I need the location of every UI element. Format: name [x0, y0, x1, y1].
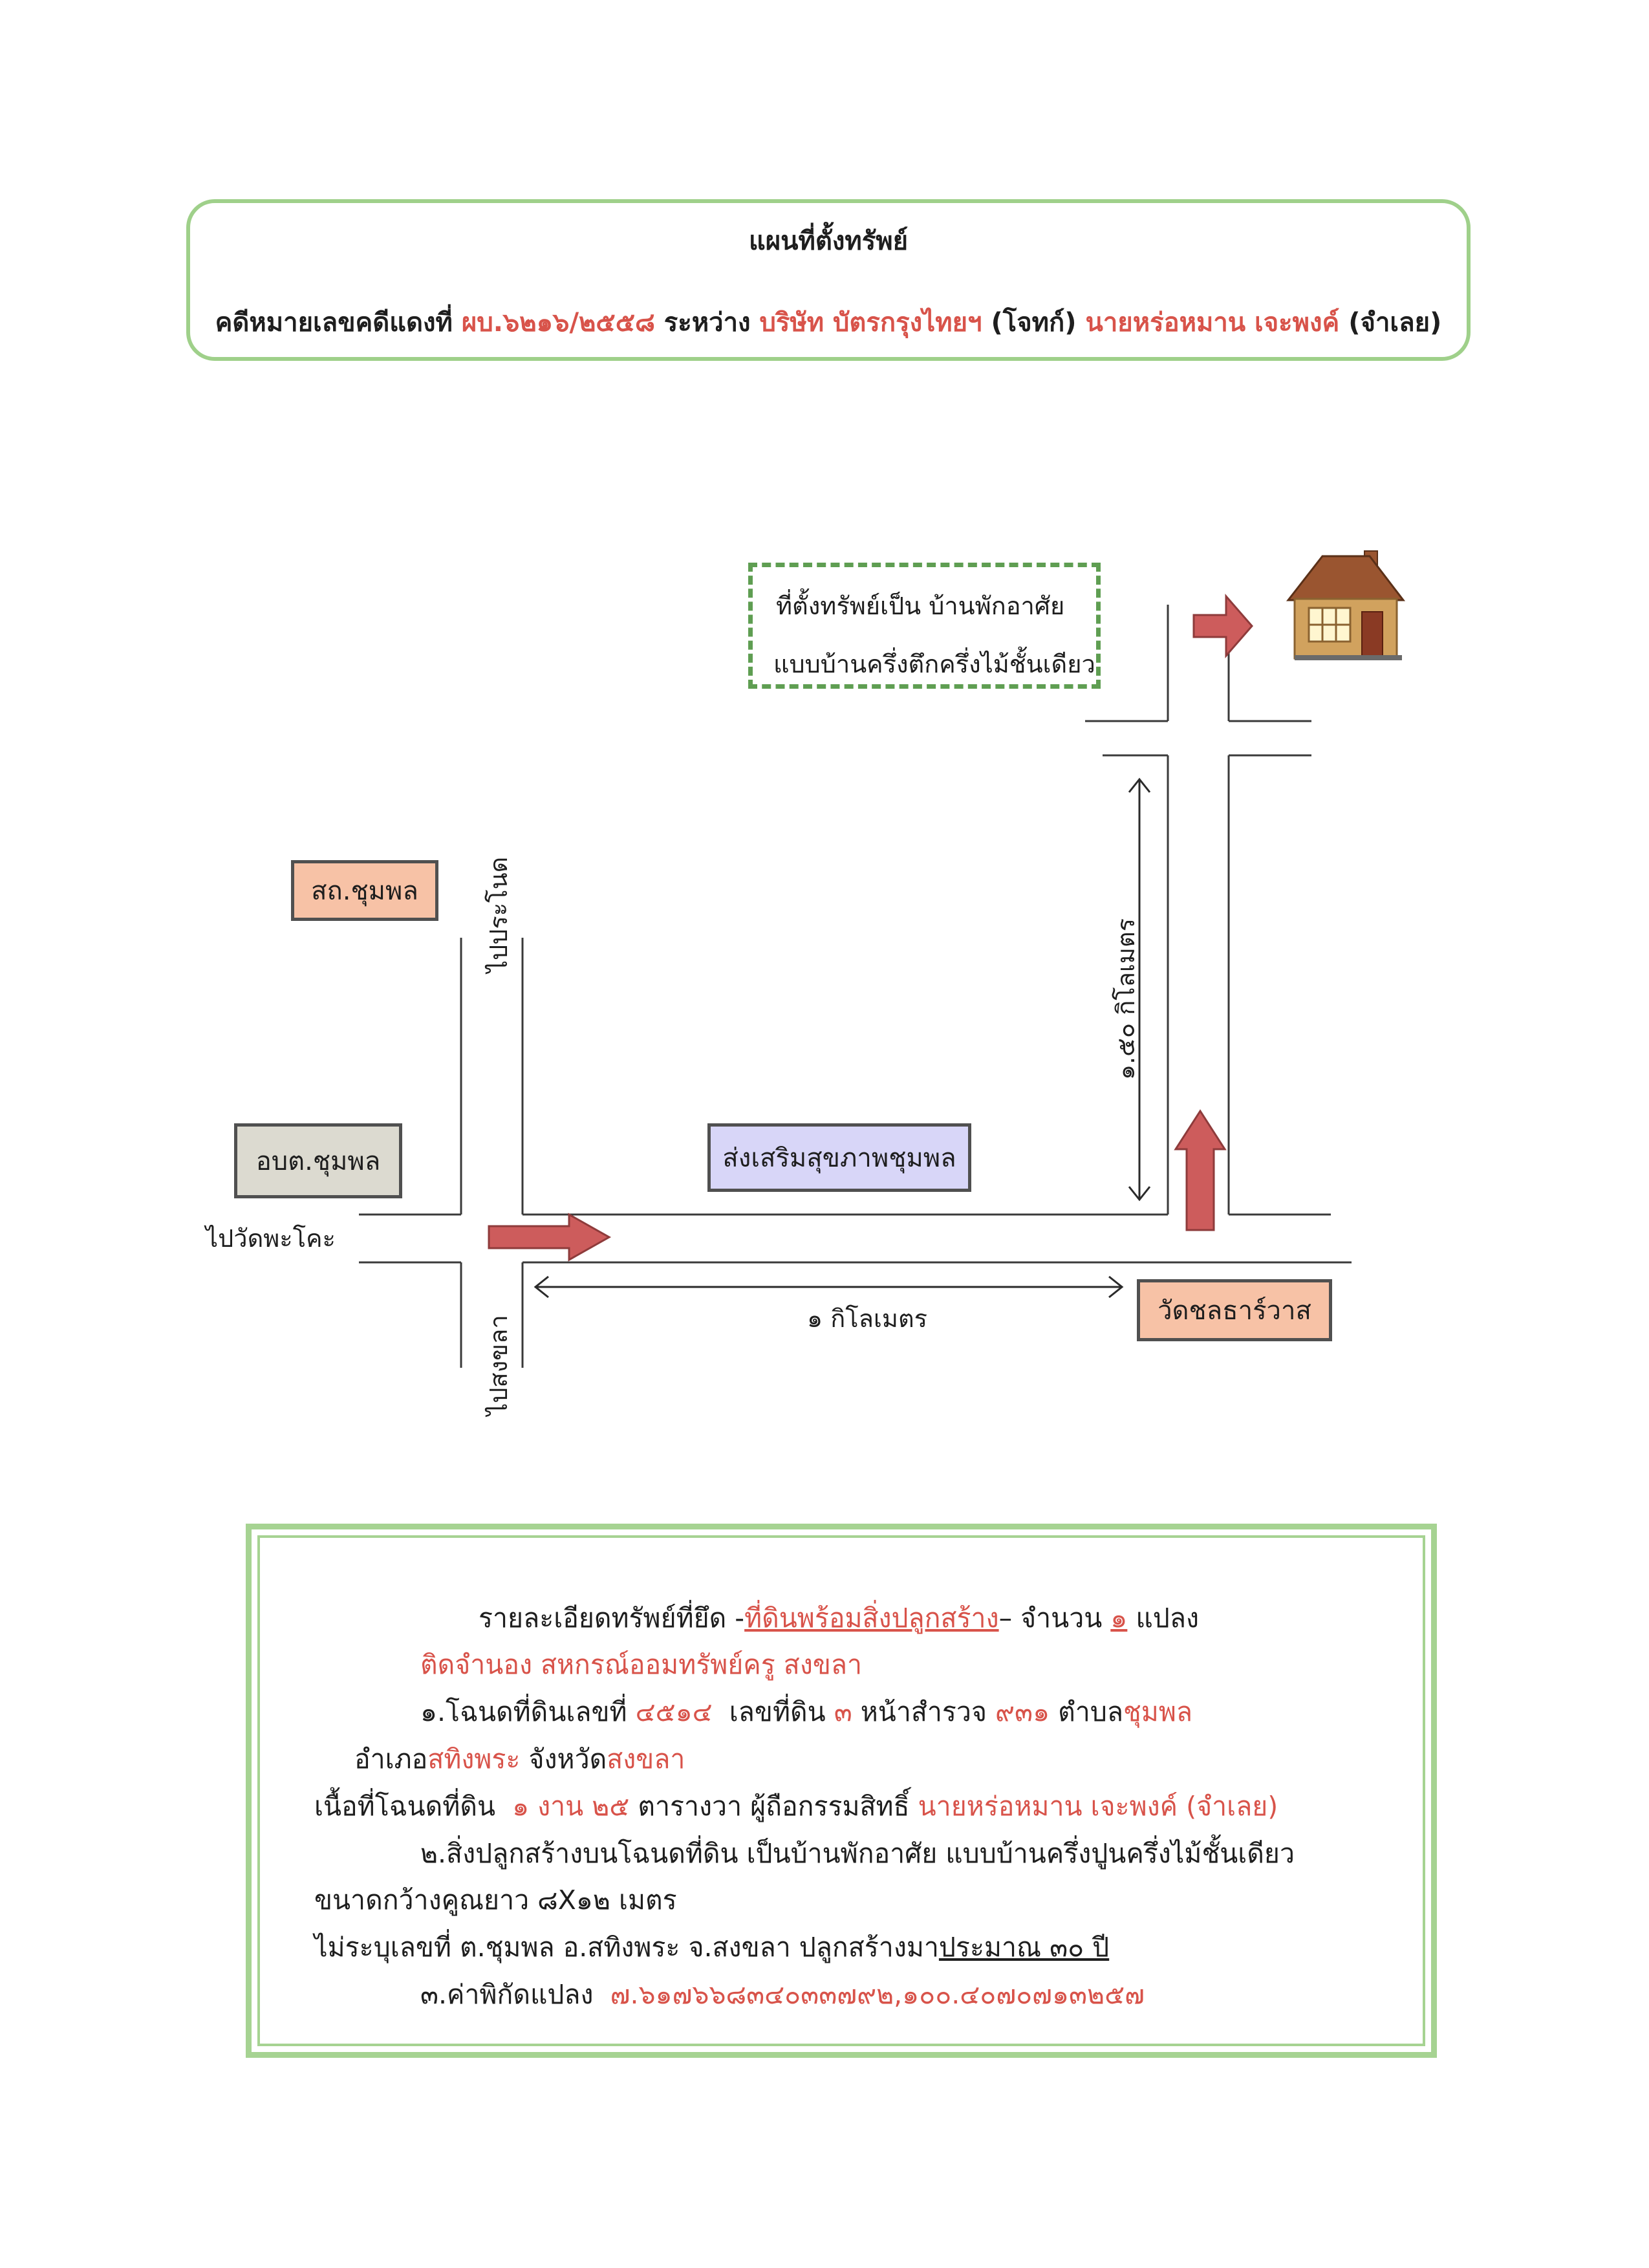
parcel-unit: แปลง: [1136, 1603, 1199, 1634]
details-frame-outer: [246, 1524, 1437, 2058]
address-text: ไม่ระบุเลขที่ ต.ชุมพล อ.สทิงพระ จ.สงขลา …: [314, 1932, 939, 1963]
road-label-wat-phakho: ไปวัดพะโคะ: [206, 1224, 336, 1253]
subdistrict-value: ชุมพล: [1123, 1696, 1192, 1727]
area-label: เนื้อที่โฉนดที่ดิน: [314, 1791, 495, 1822]
area-value: ๑ งาน ๒๕: [512, 1791, 630, 1822]
property-note-line2: แบบบ้านครึ่งตึกครึ่งไม้ชั้นเดียว: [773, 650, 1095, 678]
owner-label: ผู้ถือกรรมสิทธิ์: [750, 1791, 910, 1822]
district-label: อำเภอ: [354, 1744, 428, 1775]
area-unit: ตารางวา: [638, 1791, 742, 1822]
land-number-label: เลขที่ดิน: [729, 1696, 826, 1727]
health-center-label: ส่งเสริมสุขภาพชุมพล: [707, 1123, 971, 1192]
arrowhead-up-icon: [1128, 777, 1151, 793]
arrowhead-right-icon: [1108, 1275, 1124, 1299]
house-icon: [1286, 550, 1406, 660]
deed-line: ๑.โฉนดที่ดินเลขที่ ๔๕๑๔ เลขที่ดิน ๓ หน้า…: [420, 1699, 1192, 1725]
direction-arrow-up-icon: [1174, 1109, 1227, 1231]
police-station-label: สถ.ชุมพล: [291, 860, 438, 921]
temple-label: วัดชลธาร์วาส: [1137, 1279, 1332, 1341]
case-line: คดีหมายเลขคดีแดงที่ ผบ.๖๒๑๖/๒๕๕๘ ระหว่าง…: [186, 301, 1471, 343]
defendant-role: (จำเลย): [1348, 308, 1442, 338]
coordinate-label: ๓.ค่าพิกัดแปลง: [420, 1979, 594, 2010]
distance-label-vertical: ๑.๕๐ กิโลเมตร: [1112, 918, 1140, 1081]
survey-number: ๙๓๑: [995, 1696, 1050, 1727]
building-line2: ขนาดกว้างคูณยาว ๘X๑๒ เมตร: [314, 1885, 677, 1916]
land-number: ๓: [834, 1696, 852, 1727]
plaintiff-name: บริษัท บัตรกรุงไทยฯ: [759, 308, 982, 338]
area-line: เนื้อที่โฉนดที่ดิน ๑ งาน ๒๕ ตารางวา ผู้ถ…: [314, 1793, 1278, 1820]
road-label-pranot: ไปประโนด: [484, 856, 513, 973]
property-note-box: [748, 563, 1101, 689]
coordinate-value: ๗.๖๑๗๖๖๘๓๔๐๓๓๗๙๒,๑๐๐.๔๐๗๐๗๑๓๒๕๗: [610, 1979, 1145, 2010]
owner-name: นายหร่อหมาน เจะพงค์ (จำเลย): [918, 1791, 1278, 1822]
district-line: อำเภอสทิงพระ จังหวัดสงขลา: [354, 1746, 685, 1773]
arrowhead-left-icon: [534, 1275, 549, 1299]
province-value: สงขลา: [607, 1744, 685, 1775]
direction-arrow-to-house-icon: [1192, 593, 1253, 659]
case-between: ระหว่าง: [663, 308, 751, 338]
header-frame: [186, 199, 1471, 361]
details-line1: รายละเอียดทรัพย์ที่ยึด -ที่ดินพร้อมสิ่งป…: [479, 1605, 1199, 1632]
case-prefix: คดีหมายเลขคดีแดงที่: [215, 308, 453, 338]
mortgage-line: ติดจำนอง สหกรณ์ออมทรัพย์ครู สงขลา: [420, 1649, 863, 1680]
address-line: ไม่ระบุเลขที่ ต.ชุมพล อ.สทิงพระ จ.สงขลา …: [314, 1934, 1109, 1961]
distance-label-horizontal: ๑ กิโลเมตร: [807, 1304, 928, 1333]
page-title: แผนที่ตั้งทรัพย์: [748, 226, 909, 256]
case-number: ผบ.๖๒๑๖/๒๕๕๘: [461, 308, 655, 338]
details-heading: รายละเอียดทรัพย์ที่ยึด -: [479, 1603, 745, 1634]
plaintiff-role: (โจทก์): [991, 308, 1077, 338]
building-line1: ๒.สิ่งปลูกสร้างบนโฉนดที่ดิน เป็นบ้านพักอ…: [420, 1838, 1295, 1869]
property-note-line1: ที่ตั้งทรัพย์เป็น บ้านพักอาศัย: [776, 592, 1065, 620]
province-label: จังหวัด: [528, 1744, 607, 1775]
built-age: ประมาณ ๓๐ ปี: [938, 1932, 1110, 1963]
deed-label: ๑.โฉนดที่ดินเลขที่: [420, 1696, 627, 1727]
direction-arrow-right-icon: [488, 1213, 612, 1262]
deed-number: ๔๕๑๔: [635, 1696, 713, 1727]
property-type: ที่ดินพร้อมสิ่งปลูกสร้าง: [744, 1603, 999, 1634]
defendant-name: นายหร่อหมาน เจะพงค์: [1085, 308, 1340, 338]
parcel-count: ๑: [1110, 1603, 1128, 1634]
subdistrict-label: ตำบล: [1058, 1696, 1123, 1727]
survey-label: หน้าสำรวจ: [860, 1696, 987, 1727]
arrowhead-down-icon: [1128, 1186, 1151, 1202]
sao-office-label: อบต.ชุมพล: [234, 1123, 402, 1198]
details-frame-inner: [257, 1535, 1425, 2046]
district-value: สทิงพระ: [427, 1744, 521, 1775]
details-count-prefix: – จำนวน: [998, 1603, 1103, 1634]
road-label-songkhla: ไปสงขลา: [484, 1315, 513, 1416]
coordinate-line: ๓.ค่าพิกัดแปลง ๗.๖๑๗๖๖๘๓๔๐๓๓๗๙๒,๑๐๐.๔๐๗๐…: [420, 1982, 1145, 2008]
